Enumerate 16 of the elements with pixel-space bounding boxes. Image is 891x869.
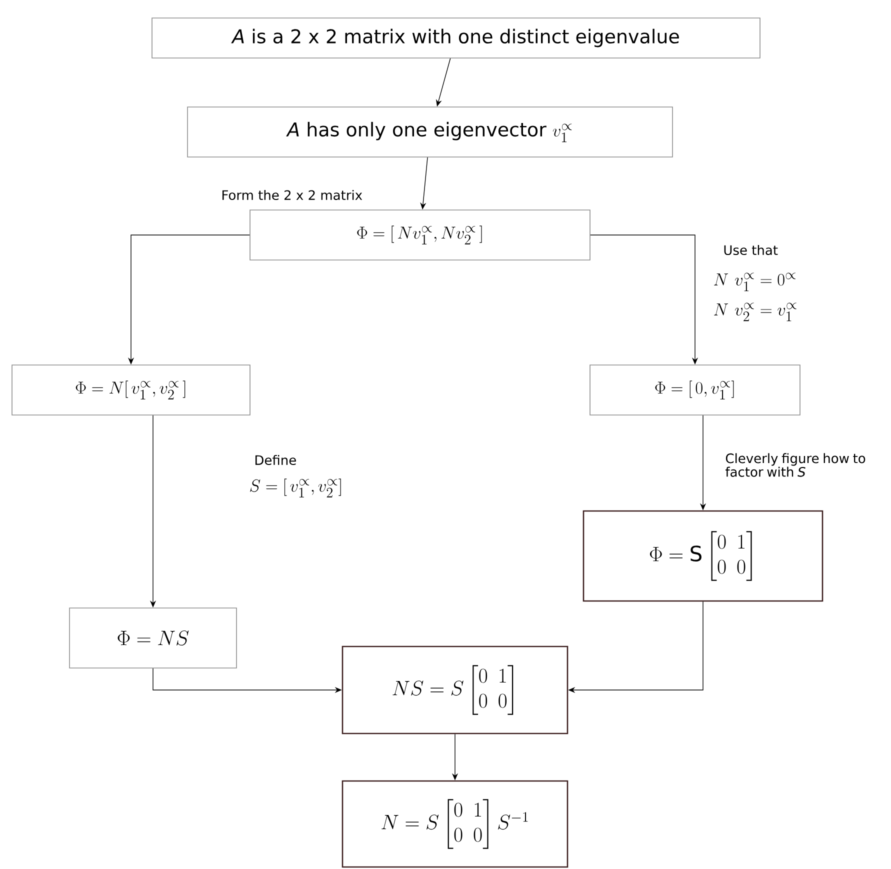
process-box: $\Phi = [\,N v_1^{\propto}, N v_2^{\propto}\,]$ (250, 210, 590, 260)
process-box: A is a 2 x 2 matrix with one distinct eigenvalue (152, 18, 760, 58)
process-box: $\Phi = \mathrm{S}\begin{bmatrix}0&1\\0&0\end{bmatrix}$ (582, 510, 824, 602)
annotation-text: Cleverly figure how to factor with S (726, 453, 866, 477)
process-box: $N = S\begin{bmatrix}0&1\\0&0\end{bmatrix}S^{-1}$ (342, 780, 568, 868)
annotation-text: Use that (724, 244, 778, 256)
formula-label: $N\ v_2^{\propto} = v_1^{\propto}$ (714, 302, 796, 322)
process-box: $\Phi = N[\,v_1^{\propto}, v_2^{\propto}\,]$ (12, 364, 250, 416)
formula-label: $S = [\,v_1^{\propto}, v_2^{\propto}]$ (250, 478, 341, 498)
annotation-text: Form the 2 x 2 matrix (222, 190, 362, 200)
process-box: $NS = S\begin{bmatrix}0&1\\0&0\end{bmatrix}$ (342, 646, 568, 734)
formula-label: $N\ v_1^{\propto} = 0^{\propto}$ (714, 272, 796, 292)
annotation-text: Define (255, 454, 296, 466)
process-box: A has only one eigenvector $v_1^{\propto}$ (187, 106, 673, 158)
process-box: $\Phi = [\,0 , v_1^{\propto}]$ (590, 364, 800, 416)
process-box: $\Phi = NS$ (69, 608, 237, 668)
